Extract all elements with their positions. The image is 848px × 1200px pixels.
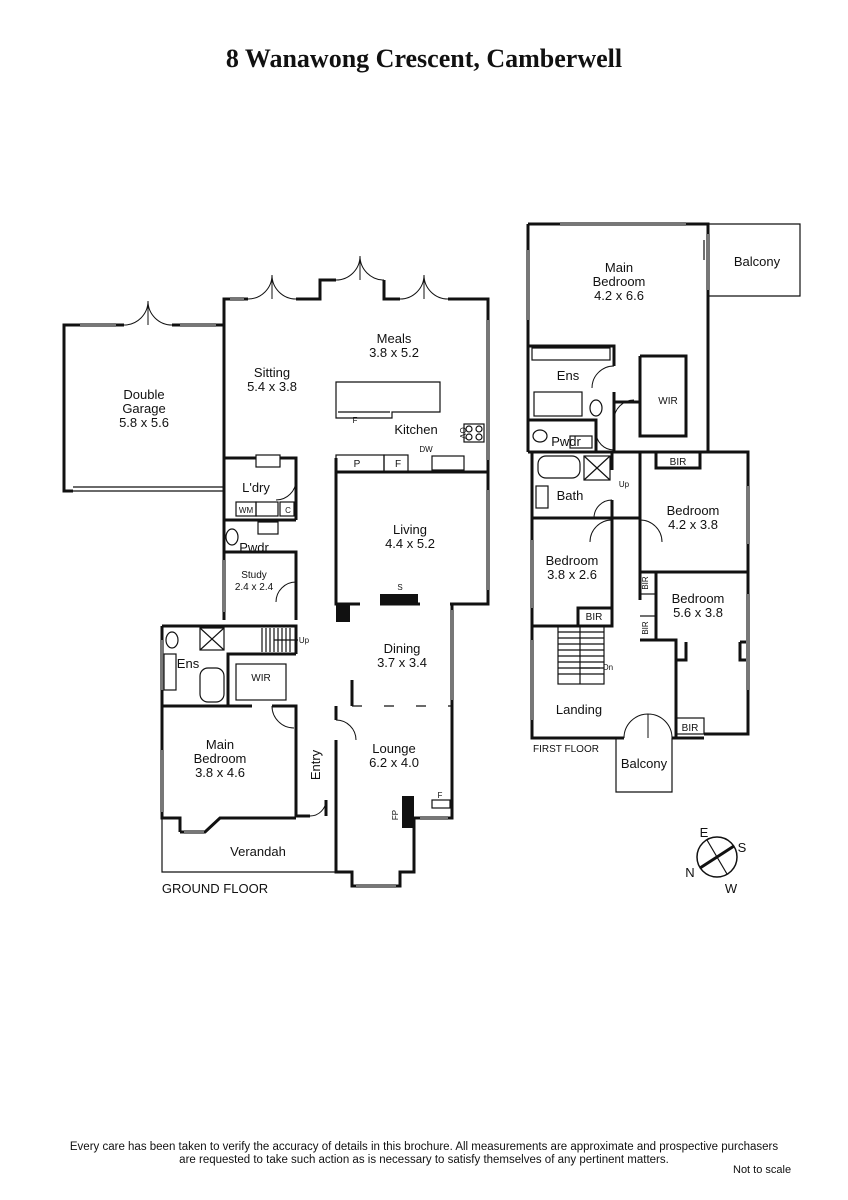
svg-text:BIR: BIR [641,621,650,635]
wir-ground-box [235,663,287,701]
svg-text:Entry: Entry [308,749,323,780]
svg-text:Landing: Landing [556,702,602,717]
svg-text:Kitchen: Kitchen [394,422,437,437]
svg-text:3.8 x 4.6: 3.8 x 4.6 [195,765,245,780]
svg-text:4.4 x 5.2: 4.4 x 5.2 [385,536,435,551]
svg-text:Lounge: Lounge [372,741,415,756]
page-title: 8 Wanawong Crescent, Camberwell [225,44,623,73]
svg-text:BIR: BIR [670,457,687,468]
svg-text:Pwdr: Pwdr [551,434,581,449]
svg-text:WM: WM [239,506,254,515]
svg-text:Balcony: Balcony [621,756,668,771]
svg-text:FIRST FLOOR: FIRST FLOOR [533,744,599,755]
svg-text:WIR: WIR [251,673,270,684]
svg-text:Main: Main [605,260,633,275]
shower-first [533,391,583,417]
kitchen-sink [431,455,465,471]
svg-text:GROUND FLOOR: GROUND FLOOR [162,881,268,896]
svg-text:Up: Up [299,636,310,645]
disclaimer: Every care has been taken to verify the … [69,1141,779,1166]
svg-text:F: F [353,416,358,425]
shower-ground [199,627,225,651]
svg-text:DW: DW [419,445,433,454]
svg-text:F: F [395,459,401,470]
not-to-scale-note: Not to scale [733,1164,792,1176]
bath-first [537,455,581,479]
bath-ground [199,667,225,703]
svg-text:Bedroom: Bedroom [672,591,725,606]
svg-text:BIR: BIR [682,723,699,734]
svg-text:3.8 x 5.2: 3.8 x 5.2 [369,345,419,360]
stairs-first [557,625,605,685]
svg-text:3.8 x 2.6: 3.8 x 2.6 [547,567,597,582]
stairs-ground [261,628,298,652]
balcony-top-outline [708,223,801,297]
svg-text:Bedroom: Bedroom [667,503,720,518]
svg-text:FP: FP [391,810,400,820]
svg-text:WIR: WIR [658,396,677,407]
svg-text:BIR: BIR [641,576,650,590]
kitchen-island [335,381,441,419]
svg-text:Meals: Meals [377,331,412,346]
svg-text:Verandah: Verandah [230,844,286,859]
svg-text:6.2 x 4.0: 6.2 x 4.0 [369,755,419,770]
balcony-bottom-outline [615,738,673,793]
svg-text:Bedroom: Bedroom [593,274,646,289]
svg-text:P: P [354,459,361,470]
svg-text:Up: Up [619,480,630,489]
garage-french-door [123,300,173,326]
svg-text:Ens: Ens [177,656,200,671]
svg-text:Pwdr: Pwdr [239,540,269,555]
svg-text:Bath: Bath [557,488,584,503]
fridge [383,454,409,473]
svg-text:F: F [438,791,443,800]
cooktop [463,423,485,443]
svg-text:S: S [397,583,402,592]
svg-text:Garage: Garage [122,401,165,416]
svg-text:Bedroom: Bedroom [194,751,247,766]
first-floor-plan [526,222,801,793]
living-fireplace [380,594,418,604]
svg-text:5.8 x 5.6: 5.8 x 5.6 [119,415,169,430]
svg-text:Dining: Dining [384,641,421,656]
svg-text:5.6 x 3.8: 5.6 x 3.8 [673,605,723,620]
svg-text:OV: OV [458,427,467,439]
fixture-labels: P F DW OV WM C S FP F F Up Up Dn BIR BIR… [239,416,698,820]
ground-floor-plan [62,255,490,888]
svg-text:L'dry: L'dry [242,480,270,495]
svg-text:Dn: Dn [603,663,613,672]
svg-text:2.4 x 2.4: 2.4 x 2.4 [235,582,274,593]
svg-text:Bedroom: Bedroom [546,553,599,568]
svg-text:S: S [738,840,747,855]
laundry-tub [255,454,281,468]
svg-text:Balcony: Balcony [734,254,781,269]
ground-outer-walls [222,278,490,474]
svg-text:3.7 x 3.4: 3.7 x 3.4 [377,655,427,670]
compass-icon: E S N W [685,825,746,896]
room-labels: Double Garage 5.8 x 5.6 Sitting 5.4 x 3.… [119,254,781,896]
svg-text:4.2 x 6.6: 4.2 x 6.6 [594,288,644,303]
toilet-ground [225,528,239,546]
svg-text:W: W [725,881,738,896]
svg-text:4.2 x 3.8: 4.2 x 3.8 [668,517,718,532]
lounge-fireplace [402,796,414,828]
svg-text:Study: Study [241,570,267,581]
svg-text:Ens: Ens [557,368,580,383]
svg-text:C: C [285,506,291,515]
svg-text:5.4 x 3.8: 5.4 x 3.8 [247,379,297,394]
svg-text:N: N [685,865,694,880]
svg-text:Living: Living [393,522,427,537]
svg-text:E: E [700,825,709,840]
svg-text:Main: Main [206,737,234,752]
svg-text:BIR: BIR [586,612,603,623]
garage-name: Double [123,387,164,402]
svg-text:Sitting: Sitting [254,365,290,380]
